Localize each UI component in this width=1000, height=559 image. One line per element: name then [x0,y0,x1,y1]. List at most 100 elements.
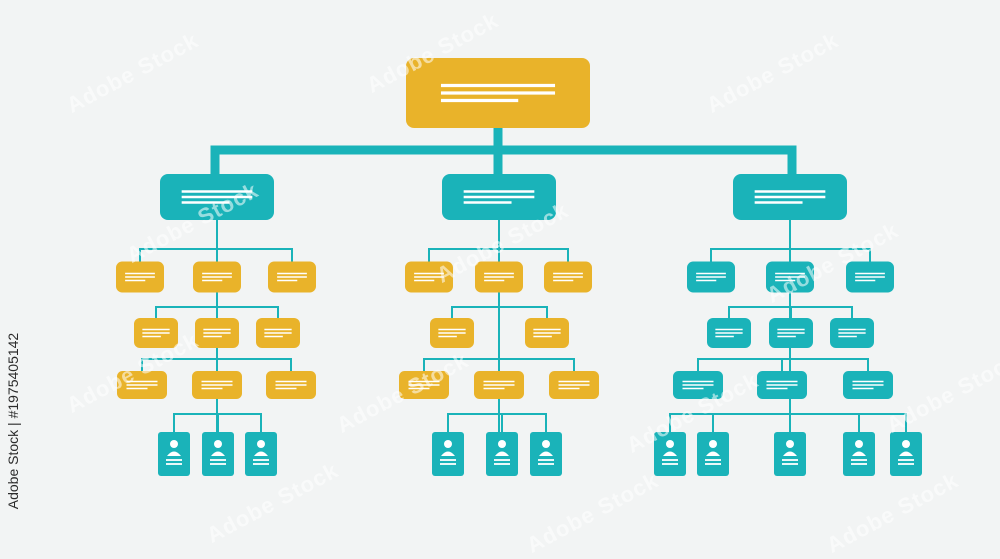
text-lines-icon [126,380,158,390]
person-shoulders [254,451,268,456]
person-shoulders [495,451,509,456]
department-box [733,174,847,220]
unit-box [525,318,569,348]
text-lines-icon [202,272,232,282]
text-lines-icon [414,272,444,282]
unit-box [268,261,316,293]
person-head [786,440,794,448]
text-lines-icon [438,328,466,338]
unit-box [116,261,164,293]
person-card [486,432,518,476]
text-lines-icon [855,272,885,282]
unit-box [256,318,300,348]
person-icon [782,440,798,465]
person-card [530,432,562,476]
person-card [843,432,875,476]
text-lines-icon [440,83,556,103]
text-lines-icon [754,190,826,204]
person-shoulders [663,451,677,456]
person-head [170,440,178,448]
text-lines-icon [553,272,583,282]
person-head [902,440,910,448]
unit-box [687,261,735,293]
person-card [654,432,686,476]
text-lines-icon [203,328,231,338]
unit-box [192,371,242,399]
person-head [257,440,265,448]
unit-box [405,261,453,293]
person-icon [851,440,867,465]
person-shoulders [539,451,553,456]
text-lines-icon [715,328,743,338]
person-icon [705,440,721,465]
person-icon [538,440,554,465]
text-lines-icon [533,328,561,338]
unit-box [766,261,814,293]
unit-box [193,261,241,293]
unit-box [673,371,723,399]
text-lines-icon [766,380,798,390]
person-icon [898,440,914,465]
person-icon [662,440,678,465]
department-box [442,174,556,220]
unit-box [430,318,474,348]
unit-box [830,318,874,348]
unit-box [549,371,599,399]
person-shoulders [167,451,181,456]
text-lines-icon [838,328,866,338]
person-head [855,440,863,448]
unit-box [134,318,178,348]
text-lines-icon [142,328,170,338]
text-lines-icon [484,272,514,282]
text-lines-icon [777,328,805,338]
unit-box [474,371,524,399]
person-shoulders [852,451,866,456]
unit-box [117,371,167,399]
person-card [245,432,277,476]
person-head [214,440,222,448]
unit-box [195,318,239,348]
person-icon [440,440,456,465]
text-lines-icon [483,380,515,390]
person-card [697,432,729,476]
person-head [709,440,717,448]
person-shoulders [706,451,720,456]
unit-box [757,371,807,399]
unit-box [843,371,893,399]
stock-id-label: Adobe Stock | #1975405142 [5,332,21,510]
person-shoulders [211,451,225,456]
unit-box [846,261,894,293]
person-icon [166,440,182,465]
text-lines-icon [277,272,307,282]
person-icon [494,440,510,465]
person-head [542,440,550,448]
person-card [432,432,464,476]
person-shoulders [899,451,913,456]
person-head [666,440,674,448]
unit-box [399,371,449,399]
person-card [202,432,234,476]
person-card [774,432,806,476]
text-lines-icon [264,328,292,338]
unit-box [266,371,316,399]
text-lines-icon [181,190,253,204]
person-icon [253,440,269,465]
root-box [406,58,590,128]
text-lines-icon [558,380,590,390]
text-lines-icon [463,190,535,204]
person-card [890,432,922,476]
person-card [158,432,190,476]
person-head [444,440,452,448]
text-lines-icon [775,272,805,282]
person-shoulders [441,451,455,456]
text-lines-icon [201,380,233,390]
person-icon [210,440,226,465]
department-box [160,174,274,220]
unit-box [475,261,523,293]
person-shoulders [783,451,797,456]
unit-box [707,318,751,348]
text-lines-icon [852,380,884,390]
text-lines-icon [696,272,726,282]
person-head [498,440,506,448]
text-lines-icon [682,380,714,390]
